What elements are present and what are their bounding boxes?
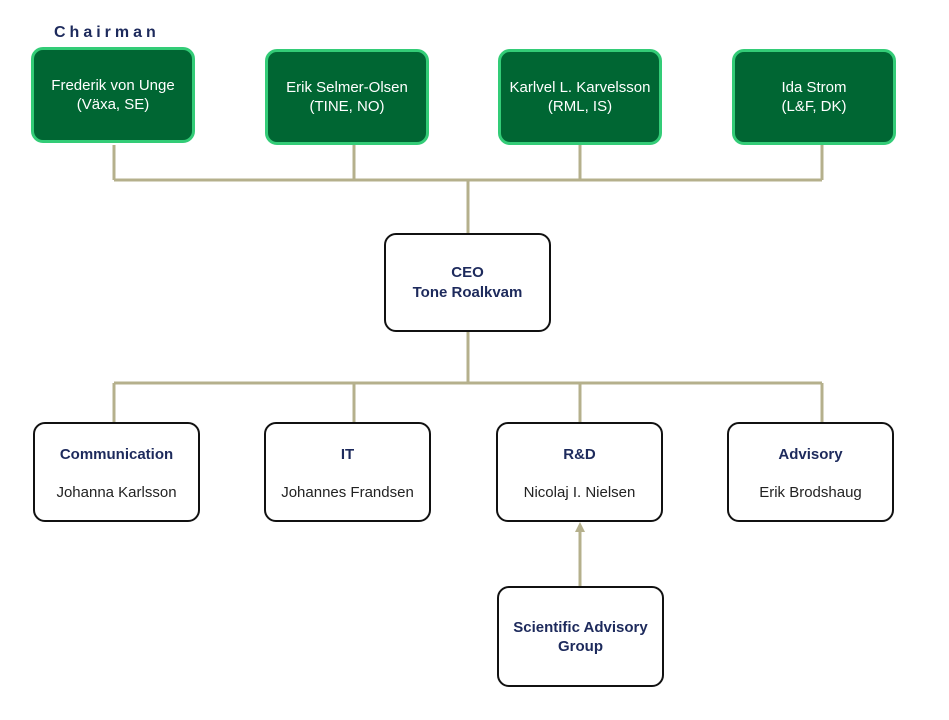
- sci-line-2: Group: [558, 637, 603, 655]
- dept-head: Erik Brodshaug: [759, 484, 862, 501]
- board-member-org: (TINE, NO): [309, 98, 385, 115]
- dept-title: R&D: [563, 446, 596, 463]
- board-member-org: (Växa, SE): [76, 96, 150, 113]
- dept-title: Communication: [59, 446, 174, 463]
- board-member-4: Ida Strom (L&F, DK): [732, 49, 896, 145]
- dept-rnd: R&D Nicolaj I. Nielsen: [496, 422, 663, 522]
- dept-title: Advisory: [778, 446, 843, 463]
- scientific-advisory-group-box: Scientific Advisory Group: [497, 586, 664, 687]
- dept-it: IT Johannes Frandsen: [264, 422, 431, 522]
- board-member-2: Erik Selmer-Olsen (TINE, NO): [265, 49, 429, 145]
- ceo-title: CEO: [451, 263, 484, 281]
- board-member-org: (RML, IS): [547, 98, 613, 115]
- board-member-name: Karlvel L. Karvelsson: [509, 79, 651, 96]
- board-member-1: Frederik von Unge (Växa, SE): [31, 47, 195, 143]
- dept-head: Johanna Karlsson: [56, 484, 177, 501]
- board-member-3: Karlvel L. Karvelsson (RML, IS): [498, 49, 662, 145]
- dept-title: IT: [340, 446, 355, 463]
- board-member-name: Erik Selmer-Olsen: [286, 79, 408, 96]
- ceo-name: Tone Roalkvam: [412, 283, 523, 301]
- board-member-org: (L&F, DK): [781, 98, 847, 115]
- ceo-box: CEO Tone Roalkvam: [384, 233, 551, 332]
- board-member-name: Frederik von Unge: [51, 77, 175, 94]
- chairman-label: Chairman: [54, 24, 160, 41]
- dept-communication: Communication Johanna Karlsson: [33, 422, 200, 522]
- dept-advisory: Advisory Erik Brodshaug: [727, 422, 894, 522]
- board-member-name: Ida Strom: [781, 79, 847, 96]
- dept-head: Nicolaj I. Nielsen: [523, 484, 636, 501]
- sci-line-1: Scientific Advisory: [513, 618, 648, 636]
- dept-head: Johannes Frandsen: [281, 484, 414, 501]
